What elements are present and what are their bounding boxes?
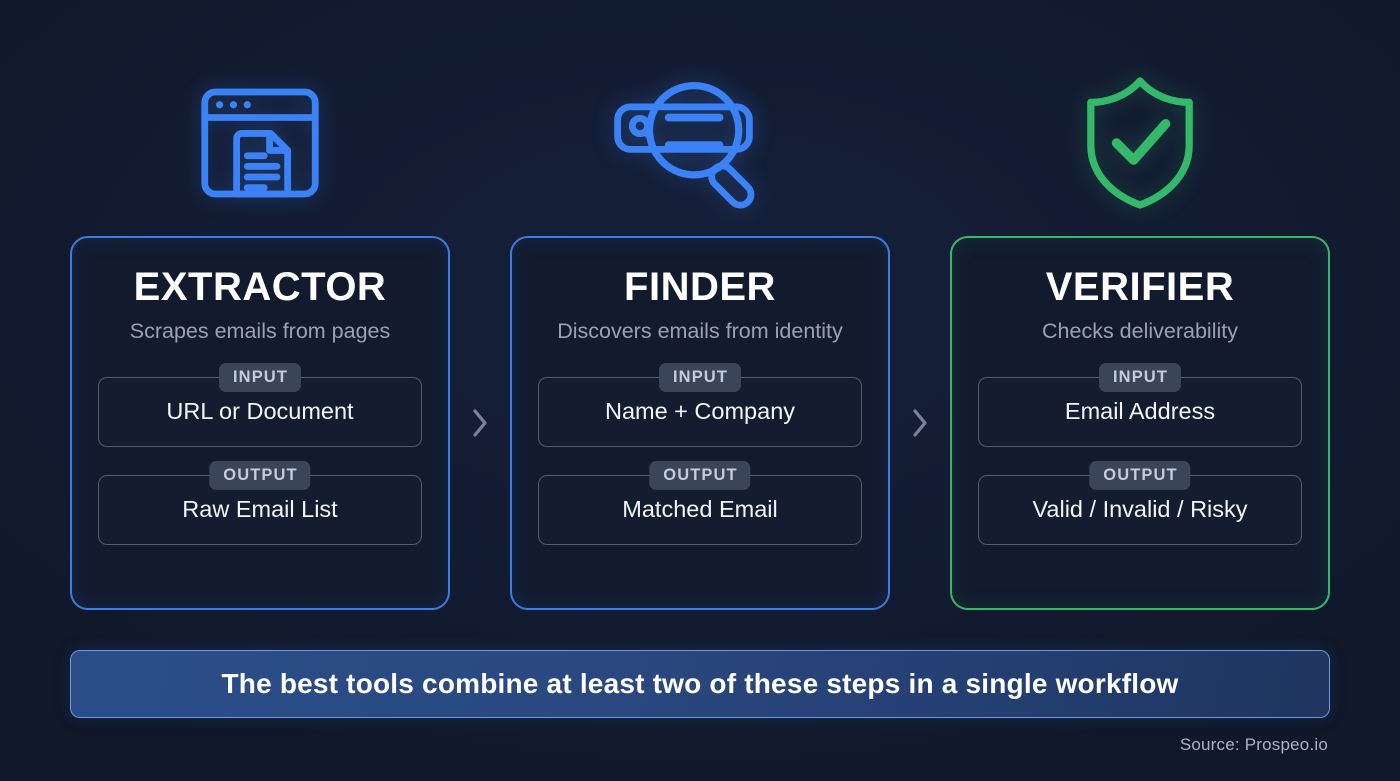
output-value: Raw Email List: [182, 496, 338, 523]
input-field: URL or Document INPUT: [98, 362, 422, 447]
output-field: Matched Email OUTPUT: [538, 460, 862, 545]
card-title: FINDER: [624, 265, 776, 309]
card-title: VERIFIER: [1045, 265, 1235, 309]
card-extractor[interactable]: EXTRACTOR Scrapes emails from pages URL …: [70, 236, 450, 610]
card-title: EXTRACTOR: [133, 265, 387, 309]
icon-row: [70, 58, 1330, 228]
banner-text: The best tools combine at least two of t…: [221, 668, 1179, 699]
input-badge: INPUT: [659, 362, 741, 392]
input-value: Email Address: [1064, 398, 1216, 425]
input-badge: INPUT: [219, 362, 301, 392]
search-bar-magnifier-icon: [613, 75, 788, 211]
output-badge: OUTPUT: [209, 460, 311, 490]
verifier-icon-cell: [950, 58, 1330, 228]
input-badge: INPUT: [1099, 362, 1181, 392]
chevron-right-icon: [450, 236, 510, 610]
input-field: Name + Company INPUT: [538, 362, 862, 447]
output-badge: OUTPUT: [649, 460, 751, 490]
output-value: Valid / Invalid / Risky: [1032, 496, 1248, 523]
icon-gap-1: [450, 58, 510, 228]
input-box: Name + Company: [538, 376, 862, 447]
input-value: Name + Company: [604, 398, 796, 425]
chevron-right-icon: [890, 236, 950, 610]
source-attribution: Source: Prospeo.io: [1179, 735, 1328, 754]
cards-row: EXTRACTOR Scrapes emails from pages URL …: [70, 236, 1330, 610]
input-value: URL or Document: [166, 398, 354, 425]
card-subtitle: Scrapes emails from pages: [129, 319, 391, 343]
output-badge: OUTPUT: [1089, 460, 1191, 490]
output-field: Raw Email List OUTPUT: [98, 460, 422, 545]
card-subtitle: Checks deliverability: [1042, 319, 1238, 343]
output-value: Matched Email: [622, 496, 778, 523]
extractor-icon-cell: [70, 58, 450, 228]
card-finder[interactable]: FINDER Discovers emails from identity Na…: [510, 236, 890, 610]
finder-icon-cell: [510, 58, 890, 228]
output-box: Valid / Invalid / Risky: [978, 474, 1302, 545]
document-in-browser-icon: [192, 75, 328, 211]
summary-banner: The best tools combine at least two of t…: [70, 650, 1330, 718]
input-field: Email Address INPUT: [978, 362, 1302, 447]
output-field: Valid / Invalid / Risky OUTPUT: [978, 460, 1302, 545]
card-subtitle: Discovers emails from identity: [557, 319, 843, 343]
icon-gap-2: [890, 58, 950, 228]
shield-check-icon: [1078, 73, 1202, 213]
card-verifier[interactable]: VERIFIER Checks deliverability Email Add…: [950, 236, 1330, 610]
